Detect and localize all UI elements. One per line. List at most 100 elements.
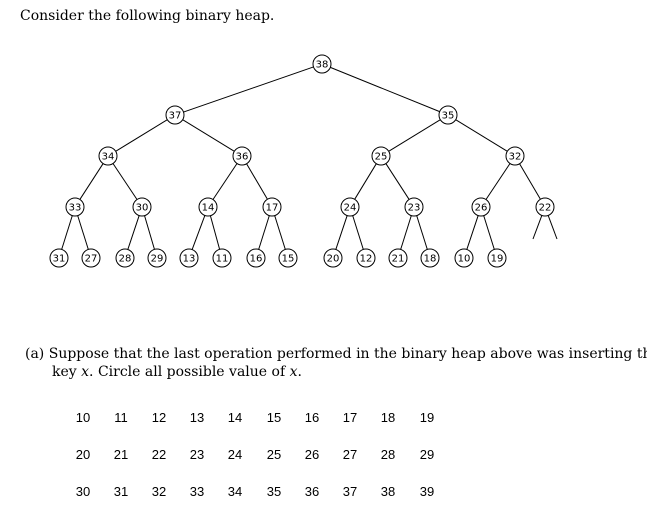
choice-value-38[interactable]: 38 bbox=[380, 484, 396, 499]
question-text-key: key bbox=[52, 364, 82, 380]
choice-value-29[interactable]: 29 bbox=[419, 447, 435, 462]
choice-value-36[interactable]: 36 bbox=[304, 484, 320, 499]
heap-node-19: 19 bbox=[487, 248, 507, 268]
heap-node-circle bbox=[132, 197, 152, 217]
edge-24-20 bbox=[335, 215, 348, 250]
heap-node-label: 25 bbox=[375, 152, 388, 163]
heap-node-circle bbox=[438, 105, 458, 125]
choice-value-19[interactable]: 19 bbox=[419, 410, 435, 425]
heap-node-label: 34 bbox=[102, 152, 115, 163]
heap-node-circle bbox=[49, 248, 69, 268]
heap-node-label: 37 bbox=[169, 111, 182, 122]
heap-node-label: 17 bbox=[266, 203, 279, 214]
heap-node-label: 18 bbox=[424, 254, 437, 265]
choice-value-23[interactable]: 23 bbox=[189, 447, 205, 462]
heap-node-circle bbox=[147, 248, 167, 268]
heap-node-label: 22 bbox=[539, 203, 552, 214]
edge-30-29 bbox=[144, 215, 155, 250]
choice-value-25[interactable]: 25 bbox=[266, 447, 282, 462]
heap-node-21: 21 bbox=[388, 248, 408, 268]
heap-node-circle bbox=[454, 248, 474, 268]
question-a: (a) Suppose that the last operation perf… bbox=[25, 345, 647, 381]
heap-node-label: 32 bbox=[509, 152, 522, 163]
choice-value-28[interactable]: 28 bbox=[380, 447, 396, 462]
choice-value-21[interactable]: 21 bbox=[113, 447, 129, 462]
choice-value-14[interactable]: 14 bbox=[227, 410, 243, 425]
heap-node-label: 35 bbox=[442, 111, 455, 122]
heap-node-16: 16 bbox=[246, 248, 266, 268]
choice-value-18[interactable]: 18 bbox=[380, 410, 396, 425]
choice-value-15[interactable]: 15 bbox=[266, 410, 282, 425]
heap-node-10: 10 bbox=[454, 248, 474, 268]
choice-value-10[interactable]: 10 bbox=[75, 410, 91, 425]
choice-value-20[interactable]: 20 bbox=[75, 447, 91, 462]
heap-node-circle bbox=[340, 197, 360, 217]
choice-value-17[interactable]: 17 bbox=[342, 410, 358, 425]
edge-33-27 bbox=[77, 215, 89, 250]
question-text-middle: . Circle all possible value of bbox=[89, 364, 290, 380]
choice-value-39[interactable]: 39 bbox=[419, 484, 435, 499]
edge-32-26 bbox=[485, 163, 511, 200]
heap-node-label: 31 bbox=[53, 254, 66, 265]
heap-node-24: 24 bbox=[340, 197, 360, 217]
question-line-2: key x. Circle all possible value of x. bbox=[25, 363, 625, 381]
heap-node-17: 17 bbox=[262, 197, 282, 217]
edge-14-11 bbox=[209, 215, 221, 250]
edge-25-23 bbox=[385, 163, 410, 200]
heap-node-23: 23 bbox=[404, 197, 424, 217]
heap-node-label: 24 bbox=[344, 203, 357, 214]
choice-value-33[interactable]: 33 bbox=[189, 484, 205, 499]
heap-node-30: 30 bbox=[132, 197, 152, 217]
heap-node-label: 33 bbox=[69, 203, 82, 214]
edge-35-32 bbox=[455, 119, 508, 152]
choice-value-24[interactable]: 24 bbox=[227, 447, 243, 462]
choice-value-16[interactable]: 16 bbox=[304, 410, 320, 425]
heap-node-circle bbox=[388, 248, 408, 268]
heap-node-label: 14 bbox=[202, 203, 215, 214]
heap-node-20: 20 bbox=[323, 248, 343, 268]
heap-node-label: 29 bbox=[151, 254, 164, 265]
choice-value-11[interactable]: 11 bbox=[114, 410, 128, 425]
heap-node-34: 34 bbox=[98, 146, 118, 166]
question-text-end: . bbox=[297, 364, 302, 380]
heap-node-circle bbox=[404, 197, 424, 217]
heap-node-label: 38 bbox=[316, 60, 329, 71]
heap-node-circle bbox=[198, 197, 218, 217]
heap-node-circle bbox=[179, 248, 199, 268]
choice-value-22[interactable]: 22 bbox=[151, 447, 167, 462]
choice-value-12[interactable]: 12 bbox=[151, 410, 167, 425]
heap-node-label: 21 bbox=[392, 254, 405, 265]
heap-node-35: 35 bbox=[438, 105, 458, 125]
heap-node-circle bbox=[262, 197, 282, 217]
edge-stub-22-right bbox=[547, 215, 558, 240]
heap-node-circle bbox=[312, 54, 332, 74]
heap-node-circle bbox=[487, 248, 507, 268]
heap-node-circle bbox=[505, 146, 525, 166]
choice-value-13[interactable]: 13 bbox=[189, 410, 205, 425]
edge-34-30 bbox=[112, 163, 138, 200]
heap-node-circle bbox=[246, 248, 266, 268]
choice-value-34[interactable]: 34 bbox=[227, 484, 243, 499]
choice-value-31[interactable]: 31 bbox=[113, 484, 129, 499]
heap-node-label: 10 bbox=[458, 254, 471, 265]
choice-value-35[interactable]: 35 bbox=[266, 484, 282, 499]
heap-node-36: 36 bbox=[232, 146, 252, 166]
heap-node-31: 31 bbox=[49, 248, 69, 268]
heap-node-28: 28 bbox=[115, 248, 135, 268]
heap-node-25: 25 bbox=[371, 146, 391, 166]
heap-node-circle bbox=[356, 248, 376, 268]
heap-node-circle bbox=[323, 248, 343, 268]
choice-value-32[interactable]: 32 bbox=[151, 484, 167, 499]
heap-node-label: 20 bbox=[327, 254, 340, 265]
heap-node-37: 37 bbox=[165, 105, 185, 125]
choice-value-37[interactable]: 37 bbox=[342, 484, 358, 499]
heap-node-13: 13 bbox=[179, 248, 199, 268]
edge-23-21 bbox=[400, 215, 412, 250]
heap-node-26: 26 bbox=[471, 197, 491, 217]
edge-32-22 bbox=[519, 163, 541, 200]
choice-value-30[interactable]: 30 bbox=[75, 484, 91, 499]
choice-value-26[interactable]: 26 bbox=[304, 447, 320, 462]
heap-node-circle bbox=[232, 146, 252, 166]
choice-value-27[interactable]: 27 bbox=[342, 447, 358, 462]
heap-node-circle bbox=[115, 248, 135, 268]
